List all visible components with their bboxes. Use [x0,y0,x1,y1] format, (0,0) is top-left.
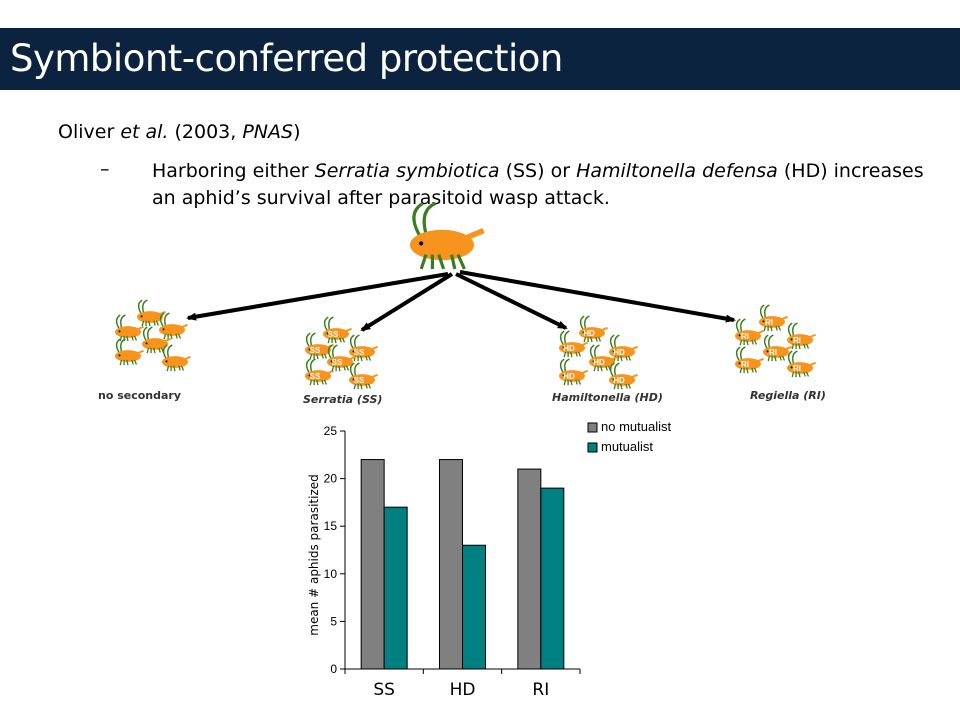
symbiont-tag: RI [765,318,773,327]
bar-RI-mutualist [540,487,565,670]
bullet-text: Harboring either Serratia symbiotica (SS… [152,158,932,212]
symbiont-tag: HD [613,348,625,357]
aphid-cluster-regiella: RI RI RI RI RI RI [734,304,817,379]
symbiont-tag: SS [354,348,365,357]
bar-HD-no-mutualist [439,459,463,670]
x-category-label: SS [373,680,395,700]
bar-HD-mutualist [462,544,486,670]
arrow-hamiltonella [455,272,568,330]
symbiont-tag: HD [593,358,605,367]
citation-year: (2003, [168,121,243,143]
symbiont-tag: RI [769,348,777,357]
slide-title: Symbiont-conferred protection [10,37,563,80]
x-category-label: RI [532,680,550,700]
symbiont-tag: SS [310,346,321,355]
symbiont-tag: RI [741,360,749,369]
arrows [186,270,736,332]
symbiont-tag: SS [310,372,321,381]
citation-etal: et al. [120,121,169,143]
y-tick-label: 20 [324,472,338,486]
source-aphid-icon [410,201,485,270]
legend-swatch [587,442,598,453]
title-bar: Symbiont-conferred protection [0,28,960,90]
arrow-serratia [360,272,454,332]
y-tick-label: 25 [324,424,338,438]
y-tick-label: 0 [330,662,337,676]
bullet-part-3: (HD) increases an aphid’s survival after… [152,160,924,209]
group-label-regiella: Regiella (RI) [750,389,826,402]
symbiont-tag: SS [354,376,365,385]
x-category-label: HD [449,680,476,700]
bar-RI-no-mutualist [517,468,542,670]
symbiont-tag: HD [583,329,595,338]
aphid-cluster-hamiltonella: HD HD HD HD HD HD [558,315,639,391]
legend-label: no mutualist [601,419,672,434]
chart-bars [360,459,565,670]
y-tick-label: 10 [324,567,338,581]
bullet-hd-species: Hamiltonella defensa [576,160,778,182]
symbiont-tag: RI [741,332,749,341]
bar-SS-mutualist [383,506,408,670]
arrow-no-secondary [186,272,449,321]
bullet-part-1: Harboring either [152,160,315,182]
y-tick-label: 5 [330,614,337,628]
bullet-ss-species: Serratia symbiotica [314,160,500,182]
chart-legend [587,422,598,453]
symbiont-tag: HD [613,376,625,385]
symbiont-tag: RI [793,364,801,373]
bar-SS-no-mutualist [360,459,385,670]
symbiont-tag: HD [563,372,575,381]
group-label-serratia: Serratia (SS) [303,393,383,406]
aphid-cluster-serratia: SS SS SS SS SS SS [304,316,379,391]
citation-close: ) [293,121,301,143]
bullet-dash: – [100,158,110,180]
group-label-hamiltonella: Hamiltonella (HD) [552,391,663,404]
group-label-no-secondary: no secondary [98,389,182,402]
citation: Oliver et al. (2003, PNAS) [58,121,301,143]
legend-swatch [587,422,598,433]
symbiont-tag: SS [328,330,339,339]
citation-authors: Oliver [58,121,121,143]
symbiont-tag: SS [332,358,343,367]
bullet-part-2: (SS) or [499,160,577,182]
y-tick-label: 15 [324,519,338,533]
citation-journal: PNAS [242,121,294,143]
legend-label: mutualist [601,439,654,454]
y-axis-label: mean # aphids parasitized [307,474,321,636]
symbiont-tag: RI [793,336,801,345]
symbiont-tag: HD [563,344,575,353]
arrow-regiella [459,270,736,323]
